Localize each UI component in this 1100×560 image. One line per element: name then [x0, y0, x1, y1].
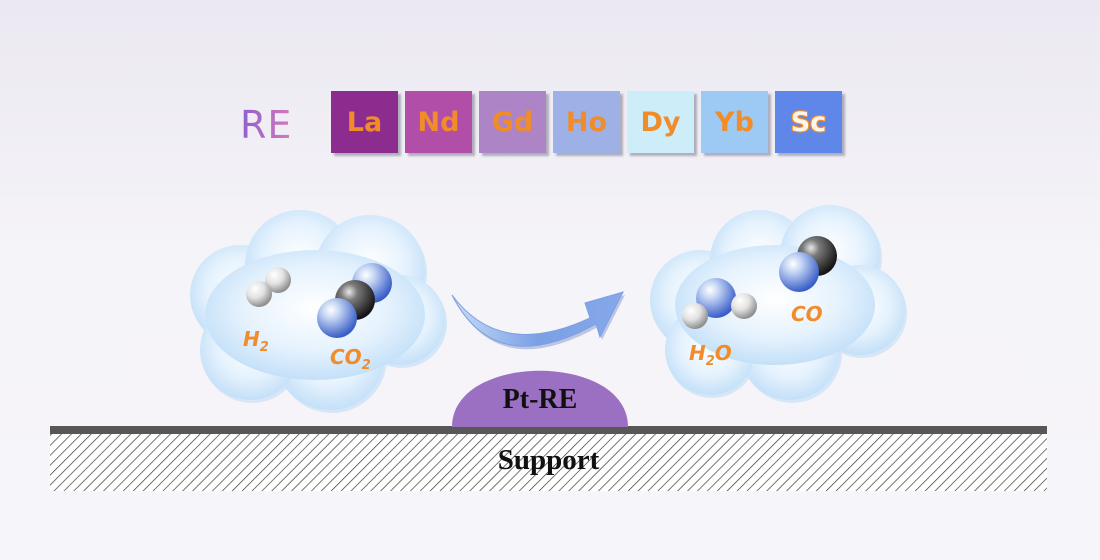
- h2o-molecule-icon: [682, 278, 757, 329]
- re-label: RE: [240, 103, 293, 147]
- catalyst-label: Pt-RE: [502, 384, 578, 415]
- co2-molecule-icon: [317, 263, 392, 338]
- element-tile-gd: Gd: [479, 91, 546, 153]
- catalyst-particle: [452, 370, 628, 427]
- element-tile-ho: Ho: [553, 91, 620, 153]
- h2-molecule-icon: [246, 267, 291, 307]
- element-tile-nd: Nd: [405, 91, 472, 153]
- co-label: CO: [791, 302, 823, 326]
- co-molecule-icon: [779, 236, 837, 292]
- support-layer: [50, 426, 1047, 491]
- element-tile-yb: Yb: [701, 91, 768, 153]
- product-cloud: [650, 205, 907, 403]
- element-tile-dy: Dy: [627, 91, 694, 153]
- reaction-arrow-icon: [451, 291, 625, 350]
- support-label: Support: [497, 444, 600, 476]
- element-tile-la: La: [331, 91, 398, 153]
- h2-label: H2: [243, 327, 269, 355]
- element-tile-sc: Sc: [775, 91, 842, 153]
- co2-label: CO2: [330, 345, 371, 373]
- h2o-label: H2O: [689, 341, 732, 369]
